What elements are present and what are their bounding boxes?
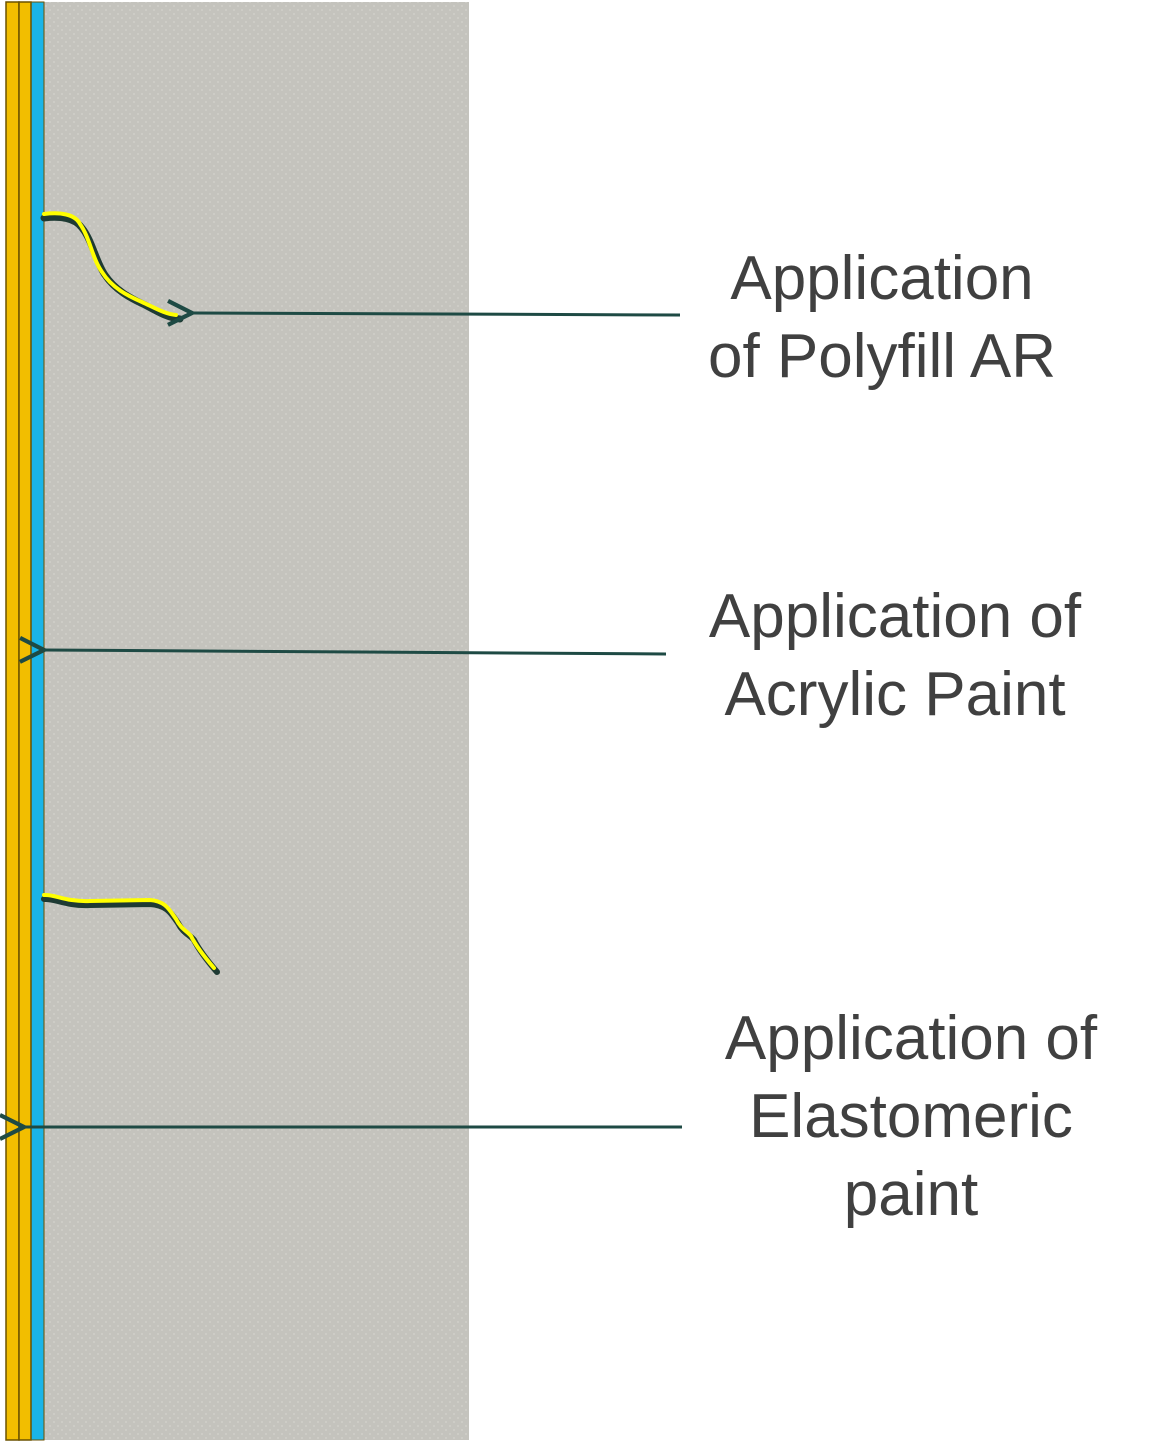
- elastomeric-paint-layer-outer: [5, 1, 20, 1441]
- label-polyfill-line1: Application: [730, 244, 1034, 313]
- label-acrylic: Application of Acrylic Paint: [690, 578, 1100, 734]
- label-elastomeric: Application of Elastomeric paint: [706, 1000, 1116, 1234]
- elastomeric-paint-layer-inner: [18, 1, 32, 1441]
- label-acrylic-line2: Acrylic Paint: [724, 660, 1066, 729]
- label-acrylic-line1: Application of: [708, 582, 1082, 651]
- label-polyfill: Application of Polyfill AR: [692, 240, 1072, 396]
- label-elastomeric-line2: Elastomeric: [749, 1082, 1073, 1151]
- lower-crack: [41, 892, 220, 975]
- arrow-polyfill: [192, 313, 681, 315]
- label-elastomeric-line1: Application of: [724, 1004, 1098, 1073]
- label-polyfill-line2: of Polyfill AR: [707, 322, 1057, 391]
- arrow-acrylic: [44, 650, 667, 654]
- wall-substrate: [43, 2, 469, 1440]
- label-elastomeric-line3: paint: [843, 1160, 979, 1229]
- upper-crack-polyfill: [40, 211, 184, 323]
